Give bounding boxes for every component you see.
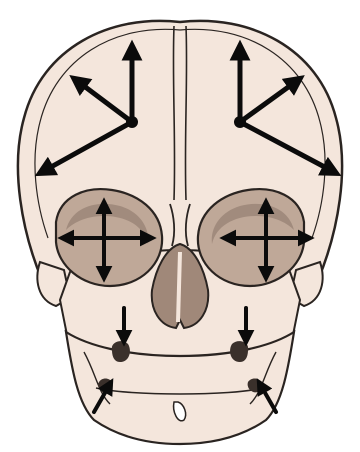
right-maxillary-opening bbox=[230, 341, 248, 362]
right-cranium-origin bbox=[234, 116, 246, 128]
nasal-septum bbox=[178, 252, 180, 322]
left-cranium-origin bbox=[126, 116, 138, 128]
left-maxillary-opening bbox=[112, 341, 130, 362]
